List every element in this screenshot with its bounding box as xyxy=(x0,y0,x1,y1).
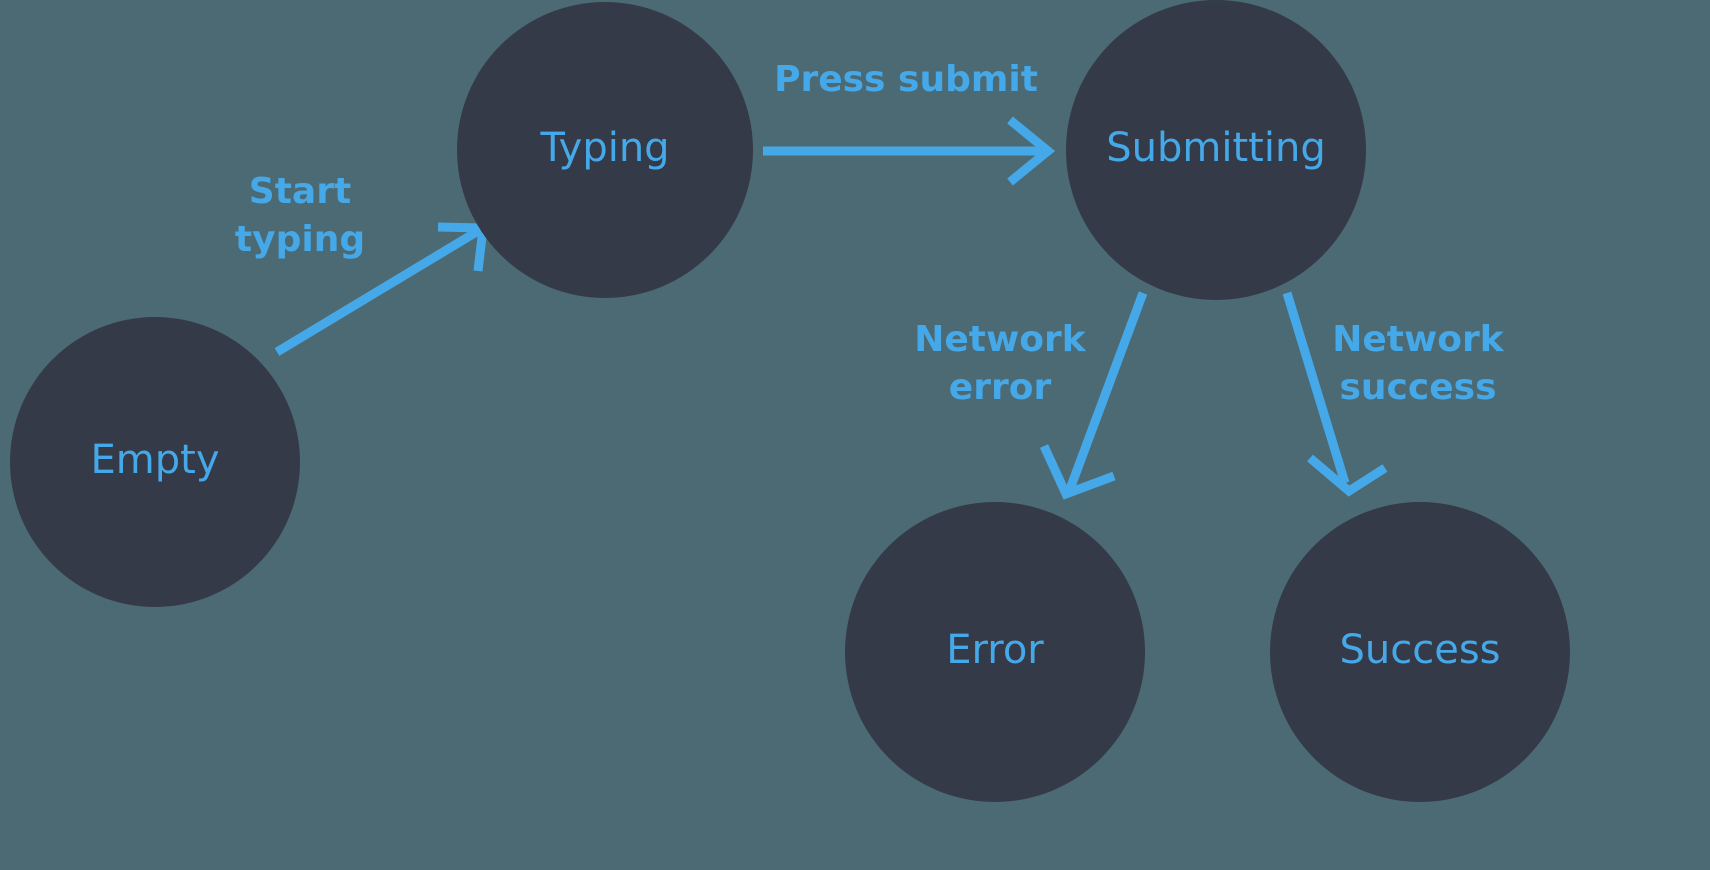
state-node-error[interactable]: Error xyxy=(845,502,1145,802)
arrowhead-icon-network-error xyxy=(1039,444,1116,500)
transition-label-network-success: Network success xyxy=(1332,319,1504,408)
transition-label-line-network-error-1: error xyxy=(949,367,1052,408)
state-node-typing[interactable]: Typing xyxy=(457,2,753,298)
state-circle-success xyxy=(1270,502,1570,802)
transition-line-start-typing xyxy=(274,227,481,356)
state-circle-submitting xyxy=(1066,0,1366,300)
transition-label-line-start-typing-0: Start xyxy=(249,171,351,212)
arrowhead-icon-press-submit xyxy=(1007,116,1056,186)
transition-line-network-error xyxy=(1065,291,1148,491)
transition-line-network-success xyxy=(1282,291,1350,485)
transition-label-start-typing: Start typing xyxy=(235,171,365,260)
state-label-typing: Typing xyxy=(539,125,669,171)
transition-label-line-press-submit-0: Press submit xyxy=(774,59,1038,100)
state-label-submitting: Submitting xyxy=(1106,125,1325,171)
transition-label-network-error: Network error xyxy=(914,319,1086,408)
transition-label-press-submit: Press submit xyxy=(774,59,1038,100)
transition-label-line-start-typing-1: typing xyxy=(235,219,365,260)
transitions-layer xyxy=(274,116,1388,500)
arrowhead-icon-network-success xyxy=(1307,454,1388,497)
transition-label-line-network-success-0: Network xyxy=(1332,319,1504,360)
state-label-empty: Empty xyxy=(91,437,220,483)
state-circle-error xyxy=(845,502,1145,802)
state-circle-empty xyxy=(10,317,300,607)
state-node-success[interactable]: Success xyxy=(1270,502,1570,802)
transition-label-line-network-success-1: success xyxy=(1339,367,1496,408)
state-label-error: Error xyxy=(946,627,1044,673)
transition-label-line-network-error-0: Network xyxy=(914,319,1086,360)
transition-network-error[interactable] xyxy=(1039,291,1148,500)
state-label-success: Success xyxy=(1339,627,1500,673)
state-circle-typing xyxy=(457,2,753,298)
state-node-empty[interactable]: Empty xyxy=(10,317,300,607)
transition-network-success[interactable] xyxy=(1282,291,1388,497)
transition-press-submit[interactable] xyxy=(763,116,1056,186)
state-node-submitting[interactable]: Submitting xyxy=(1066,0,1366,300)
